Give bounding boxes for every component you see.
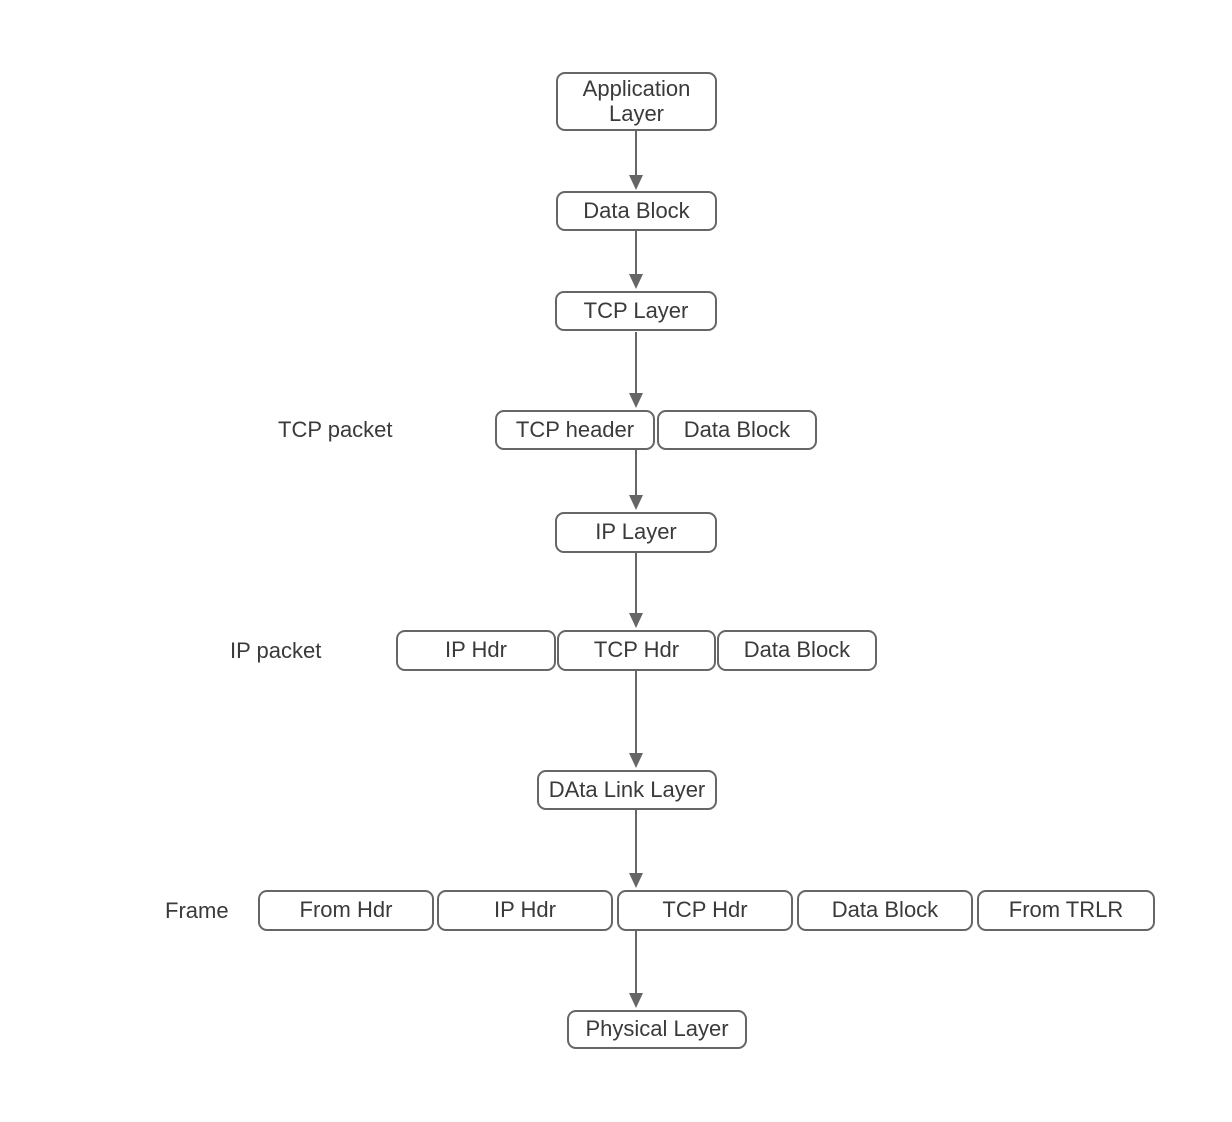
node-frame-from-trlr: From TRLR — [977, 890, 1155, 931]
label-frame: Frame — [165, 897, 229, 923]
node-application-layer: Application Layer — [556, 72, 717, 131]
node-frame-tcp-hdr: TCP Hdr — [617, 890, 793, 931]
label-tcp-packet: TCP packet — [278, 417, 393, 442]
arrow-datablock-to-tcplayer — [629, 231, 643, 289]
arrow-frame-to-physical — [629, 931, 643, 1008]
arrow-tcppacket-to-iplayer — [629, 450, 643, 510]
arrow-ippacket-to-datalink — [629, 671, 643, 768]
node-ip-layer: IP Layer — [555, 512, 717, 553]
node-physical-layer: Physical Layer — [567, 1010, 747, 1049]
node-data-block: Data Block — [556, 191, 717, 231]
arrow-tcplayer-to-tcppacket — [629, 332, 643, 408]
node-tcp-layer: TCP Layer — [555, 291, 717, 331]
arrow-iplayer-to-ippacket — [629, 553, 643, 628]
node-data-link-layer: DAta Link Layer — [537, 770, 717, 810]
node-tcp-packet-tcp-header: TCP header — [495, 410, 655, 450]
node-frame-from-hdr: From Hdr — [258, 890, 434, 931]
node-ip-packet-data-block: Data Block — [717, 630, 877, 671]
node-ip-packet-tcp-hdr: TCP Hdr — [557, 630, 716, 671]
arrow-datalink-to-frame — [629, 810, 643, 888]
node-tcp-packet-data-block: Data Block — [657, 410, 817, 450]
arrow-application-to-datablock — [629, 131, 643, 190]
node-ip-packet-ip-hdr: IP Hdr — [396, 630, 556, 671]
node-frame-ip-hdr: IP Hdr — [437, 890, 613, 931]
label-ip-packet: IP packet — [230, 637, 322, 663]
node-frame-data-block: Data Block — [797, 890, 973, 931]
